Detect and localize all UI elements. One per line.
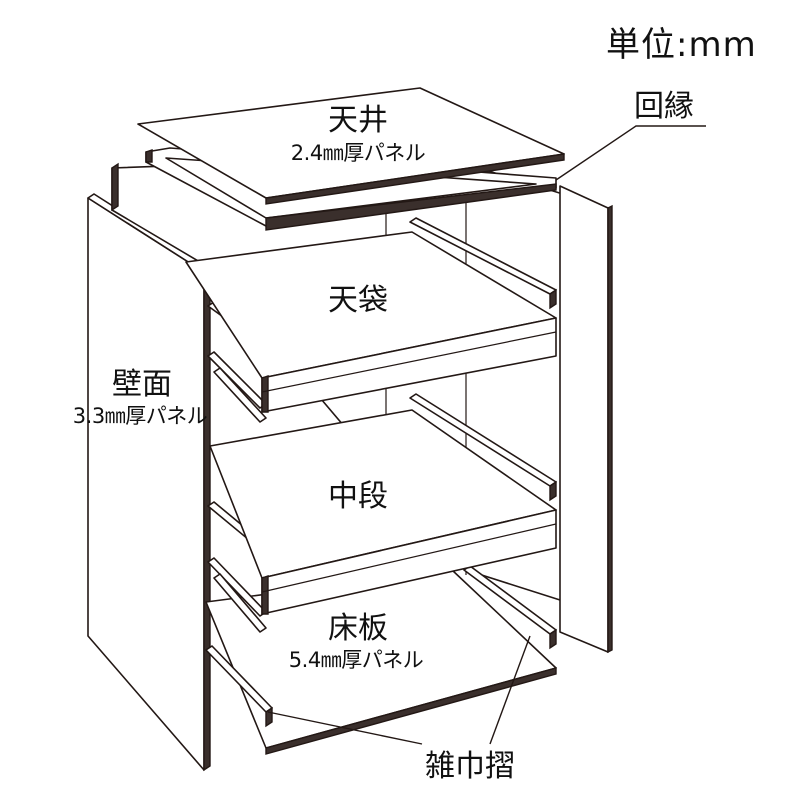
middle-shelf-label: 中段 (328, 479, 388, 514)
ceiling-label: 天井 (328, 103, 388, 138)
middle-shelf-rails (207, 393, 557, 633)
top-shelf-board (185, 231, 557, 413)
middle-shelf-board (209, 409, 557, 615)
rim-label: 回縁 (634, 89, 694, 124)
wall-spec-label: 3.3㎜厚パネル (72, 404, 208, 428)
floor-board (205, 569, 557, 755)
ceiling-spec-label: 2.4㎜厚パネル (290, 141, 426, 165)
top-shelf-label: 天袋 (328, 283, 388, 318)
left-wall-panel (87, 193, 211, 772)
floor-label: 床板 (328, 611, 388, 646)
floor-baseboard-rails (205, 565, 557, 728)
ceiling-panel (137, 87, 565, 205)
wall-label: 壁面 (112, 367, 172, 402)
floor-spec-label: 5.4㎜厚パネル (288, 648, 424, 672)
baseboard-label: 雑巾摺 (425, 749, 515, 784)
leader-lines (267, 125, 706, 745)
right-wall-panel (559, 185, 613, 654)
unit-label: 単位:mm (606, 25, 757, 65)
